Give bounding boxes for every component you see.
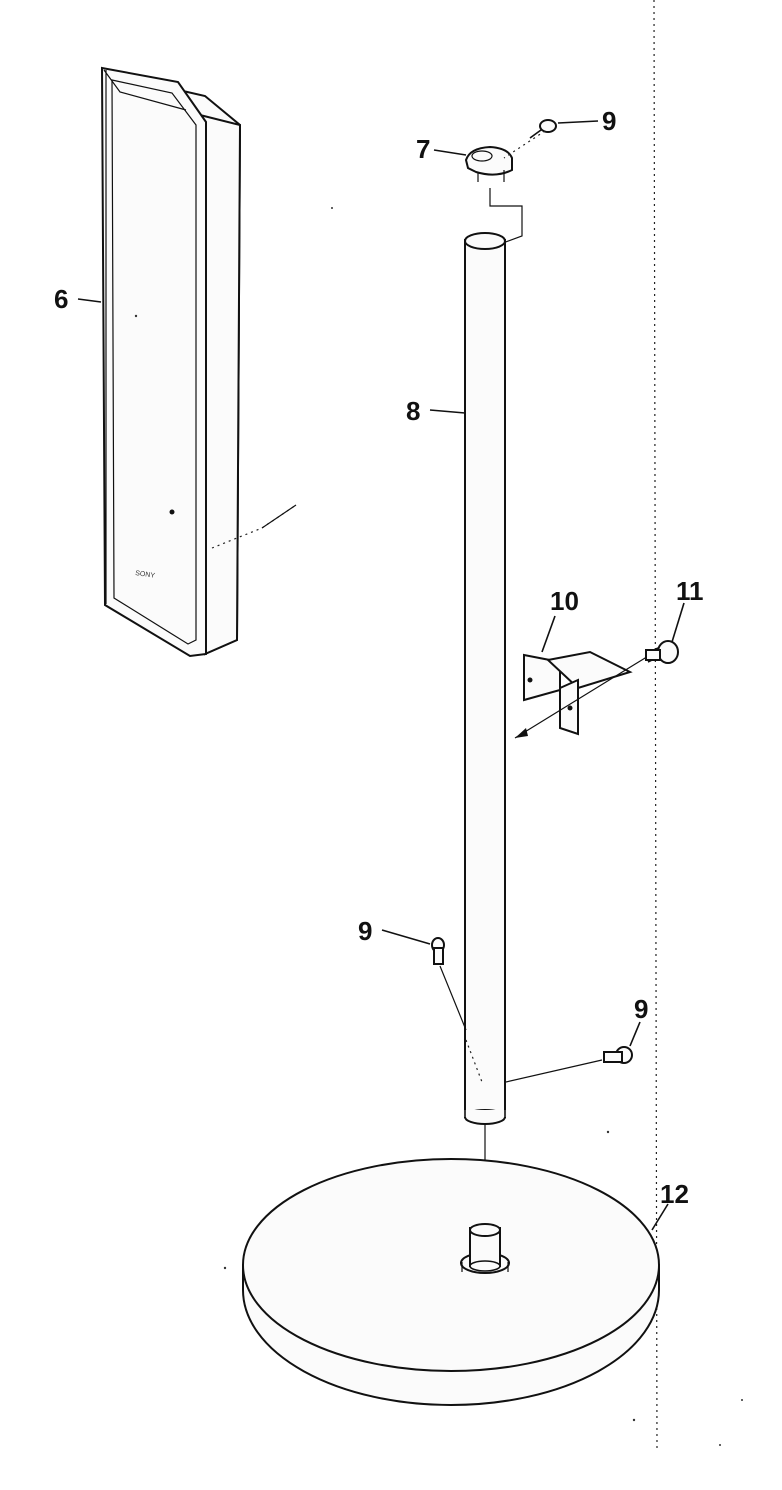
callout-leader-10	[541, 615, 556, 653]
callout-8: 8	[406, 396, 420, 426]
pole-cap-part	[464, 145, 513, 182]
top-screw-part	[529, 119, 557, 139]
callout-leader-9-top	[557, 120, 599, 124]
callout-leader-9-right	[629, 1021, 641, 1047]
left-screw-axis-inner	[465, 1039, 483, 1083]
scan-specks	[134, 207, 743, 1446]
left-screw-axis	[439, 965, 467, 1031]
speaker-part: SONY	[100, 66, 297, 658]
left-screw-part	[431, 937, 445, 965]
callout-7: 7	[416, 134, 430, 164]
callout-leader-11	[671, 602, 685, 643]
callout-9-left: 9	[358, 916, 372, 946]
right-screw-axis	[505, 1059, 603, 1083]
wall-bracket-part	[523, 650, 633, 736]
bracket-arrow	[515, 728, 528, 738]
right-screw-part	[603, 1046, 633, 1064]
callout-leader-7	[433, 149, 467, 156]
base-plate-part	[242, 1158, 660, 1406]
bracket-screw-part	[645, 640, 679, 664]
callout-9-right: 9	[634, 994, 648, 1024]
screw-top-axis	[503, 130, 546, 159]
callout-10: 10	[550, 586, 579, 616]
speaker-brand-label: SONY	[135, 570, 156, 580]
callout-leader-9-left	[381, 929, 431, 945]
callout-leader-12	[651, 1203, 669, 1231]
callout-leader-8	[429, 409, 466, 414]
callout-11: 11	[676, 576, 704, 606]
callout-leader-6	[77, 298, 102, 303]
pole-part	[463, 232, 507, 1125]
cap-alignment-bracket	[489, 188, 523, 245]
callout-12: 12	[660, 1179, 689, 1209]
callout-9-top: 9	[602, 106, 616, 136]
callout-6: 6	[54, 284, 68, 314]
scan-edge-line	[653, 0, 658, 1451]
bracket-axis	[514, 654, 651, 739]
